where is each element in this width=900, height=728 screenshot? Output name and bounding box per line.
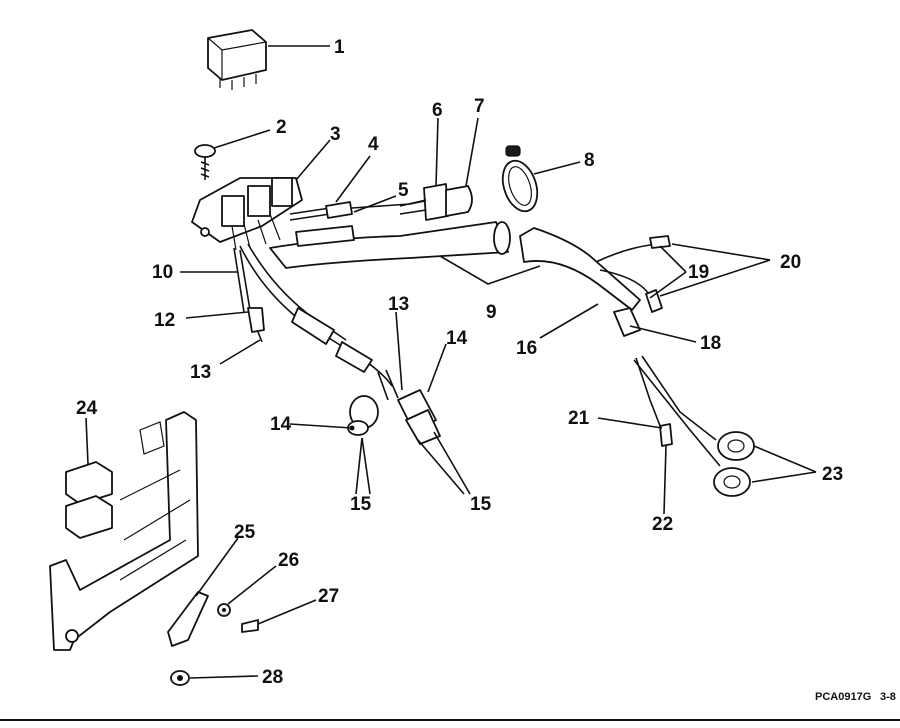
callout-9: 23: [822, 464, 843, 485]
callout-14-top: 7: [474, 96, 485, 117]
callout-20: 4: [368, 134, 379, 155]
callout-1: 24: [76, 398, 98, 419]
callout-2: 2: [276, 117, 287, 138]
small-hardware: [167, 591, 259, 686]
callout-4: 14: [270, 414, 292, 435]
callout-24: 12: [154, 310, 175, 331]
clamp-part: [501, 145, 539, 213]
callout-7: 14: [446, 328, 468, 349]
bullet-connectors: [289, 183, 473, 247]
callout-25: 26: [278, 550, 299, 571]
callout-13-top: 20: [780, 252, 801, 273]
leader-lines: [85, 45, 817, 679]
callout-10: 8: [584, 150, 595, 171]
callouts: 1 2 3 4 5 6 7 8 9 10 12 13 13 14 14 15 1…: [76, 37, 896, 703]
callout-18: 16: [516, 338, 537, 359]
callout-19: 15: [470, 494, 492, 515]
callout-15-bottom: 21: [568, 408, 590, 429]
page-ref: 3-8: [880, 691, 896, 703]
callout-3: 3: [330, 124, 341, 145]
callout-27: 25: [234, 522, 256, 543]
callout-13-bottom: 22: [652, 514, 673, 535]
mounting-bracket-part: [49, 411, 199, 651]
callout-21: 5: [398, 180, 409, 201]
screw-part-2: [194, 144, 216, 180]
callout-5: 1: [334, 37, 345, 58]
relay-part: [207, 29, 267, 90]
lower-connectors: [347, 369, 441, 445]
callout-26: 28: [262, 667, 283, 688]
wire-bundle: [233, 243, 393, 387]
callout-12: 18: [700, 333, 721, 354]
right-harness-leads: [595, 235, 755, 497]
callout-16: 13: [388, 294, 409, 315]
callout-8: 9: [486, 302, 497, 323]
callout-28: 27: [318, 586, 339, 607]
callout-15-top: 19: [688, 262, 709, 283]
callout-14-bottom: 15: [350, 494, 372, 515]
callout-22: 10: [152, 262, 173, 283]
figure-code: PCA0917G: [815, 691, 871, 703]
callout-23: 13: [190, 362, 211, 383]
callout-6: 6: [432, 100, 443, 121]
terminal-block-part: [191, 177, 303, 251]
